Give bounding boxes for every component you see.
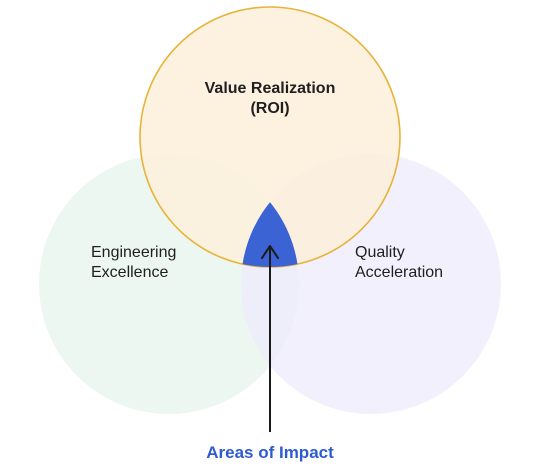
quality-acceleration-label: Quality Acceleration: [355, 243, 495, 283]
engineering-label-line-2: Excellence: [91, 264, 169, 281]
areas-of-impact-label: Areas of Impact: [206, 443, 334, 462]
quality-label-line-1: Quality: [355, 244, 405, 261]
value-label-line-1: Value Realization: [204, 80, 336, 97]
value-realization-label: Value Realization (ROI): [170, 79, 370, 119]
quality-label-line-2: Acceleration: [355, 264, 444, 281]
engineering-label-line-1: Engineering: [91, 244, 177, 261]
value-label-line-2: (ROI): [250, 100, 290, 117]
engineering-excellence-label: Engineering Excellence: [91, 243, 231, 283]
arrow-head-icon: [261, 245, 279, 259]
